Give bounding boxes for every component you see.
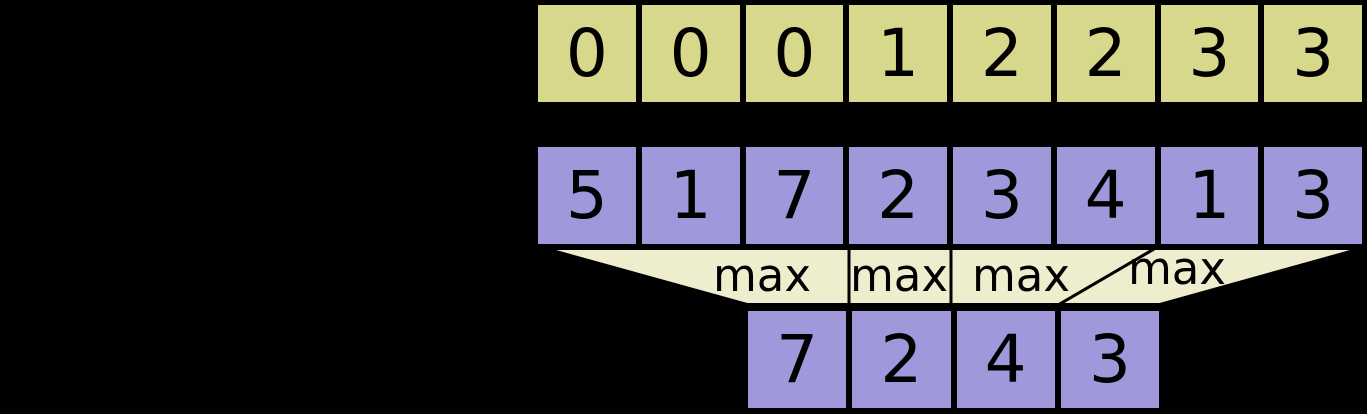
max-op-label-1: max [850,249,948,302]
max-op-label-2: max [972,249,1070,302]
data-cell-4: 3 [950,144,1054,247]
data-row: 5 1 7 2 3 4 1 3 [535,144,1365,247]
max-funnel-region-3 [1053,247,1362,306]
result-cell-0: 7 [745,308,850,411]
result-cell-2: 4 [953,308,1058,411]
result-row: 7 2 4 3 [745,308,1162,411]
data-cell-6: 1 [1157,144,1262,247]
data-cell-1: 1 [638,144,743,247]
data-cell-0: 5 [535,144,639,247]
result-cell-3: 3 [1057,308,1162,411]
segment-id-cell-6: 3 [1157,2,1262,105]
data-cell-3: 2 [846,144,950,247]
max-op-label-3: max [1128,242,1226,295]
data-cell-5: 4 [1053,144,1158,247]
segment-id-cell-2: 0 [742,2,847,105]
segment-ids-row: 0 0 0 1 2 2 3 3 [535,2,1365,105]
segment-id-cell-1: 0 [638,2,743,105]
segment-id-cell-0: 0 [535,2,639,105]
segment-id-cell-5: 2 [1053,2,1158,105]
data-cell-7: 3 [1261,144,1365,247]
segment-id-cell-7: 3 [1261,2,1365,105]
segment-id-cell-4: 2 [950,2,1054,105]
data-cell-2: 7 [742,144,847,247]
max-op-label-0: max [713,249,811,302]
result-cell-1: 2 [849,308,954,411]
segment-id-cell-3: 1 [846,2,950,105]
